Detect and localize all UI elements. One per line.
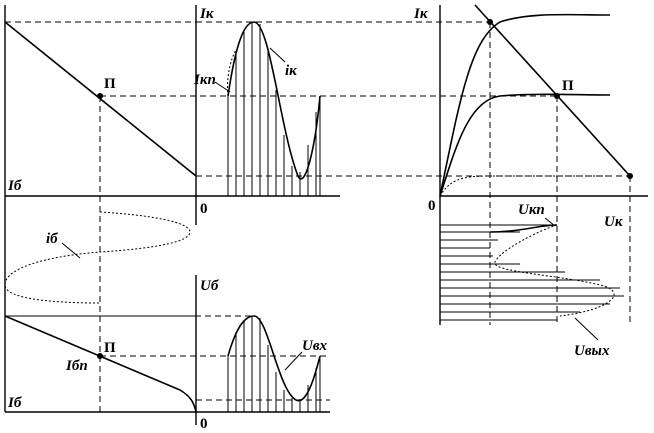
load-line-input bbox=[4, 21, 197, 177]
uvyh-wave-group bbox=[440, 217, 624, 341]
uvyh-wave bbox=[494, 224, 615, 317]
axes bbox=[4, 5, 648, 425]
ik-sampling-lines bbox=[227, 22, 321, 196]
ik-wave-group bbox=[214, 21, 321, 196]
input-characteristic bbox=[4, 315, 197, 413]
input-curve-knee bbox=[179, 389, 197, 413]
label-p-top-left: П bbox=[104, 76, 116, 92]
label-zero-right: 0 bbox=[428, 198, 436, 214]
output-curve-mid bbox=[439, 93, 611, 197]
label-p-right: П bbox=[562, 78, 574, 94]
output-curve-low bbox=[439, 175, 610, 197]
label-ukp: Uкп bbox=[518, 202, 545, 218]
label-ib-bottom: Iб bbox=[7, 395, 22, 411]
label-ib-wave: iб bbox=[46, 231, 58, 247]
label-ib-top: Iб bbox=[7, 178, 22, 194]
uvh-sampling-lines bbox=[227, 316, 321, 412]
label-p-bottom-left: П bbox=[104, 340, 116, 356]
input-line bbox=[4, 315, 181, 391]
uvh-wave-group bbox=[227, 315, 321, 412]
label-uvh: Uвх bbox=[302, 338, 328, 354]
label-uk: Uк bbox=[604, 214, 623, 230]
ik-wave-leader bbox=[269, 47, 286, 63]
label-ibp: Iбп bbox=[65, 358, 88, 374]
uvyh-leader bbox=[574, 317, 599, 341]
saturation-point-right bbox=[487, 19, 493, 25]
ib-wave bbox=[4, 211, 191, 304]
label-ik-right: Iк bbox=[413, 6, 428, 22]
uvh-leader bbox=[284, 351, 303, 371]
load-line-output bbox=[474, 4, 631, 177]
cutoff-point-right bbox=[627, 173, 633, 179]
ib-leader bbox=[61, 242, 81, 259]
uvh-wave bbox=[227, 315, 321, 402]
ukp-leader bbox=[544, 217, 556, 227]
ib-wave-group bbox=[4, 211, 191, 304]
label-ikp: Iкп bbox=[193, 72, 216, 88]
labels: Iк Iк Iкп iк Iб Iб iб Iбп Uб Uвх Uкп Uк … bbox=[7, 6, 623, 432]
ik-wave bbox=[227, 21, 321, 180]
operating-point-right bbox=[554, 93, 560, 99]
operating-point-bottom-left bbox=[97, 353, 103, 359]
ikp-leader bbox=[214, 81, 231, 93]
label-ik-top: Iк bbox=[199, 6, 214, 22]
uvyh-wave-solid bbox=[489, 224, 558, 233]
output-curve-high bbox=[439, 13, 611, 197]
operating-point-top-left bbox=[97, 93, 103, 99]
uvyh-sampling-lines bbox=[440, 224, 624, 321]
label-uvyh: Uвых bbox=[574, 343, 610, 359]
output-characteristics bbox=[439, 4, 633, 197]
label-ub: Uб bbox=[200, 278, 219, 294]
label-zero-mid-top: 0 bbox=[200, 201, 208, 217]
ik-wave-dotted bbox=[227, 49, 237, 97]
label-zero-mid-bottom: 0 bbox=[200, 416, 208, 432]
label-ik-wave: iк bbox=[285, 63, 297, 79]
